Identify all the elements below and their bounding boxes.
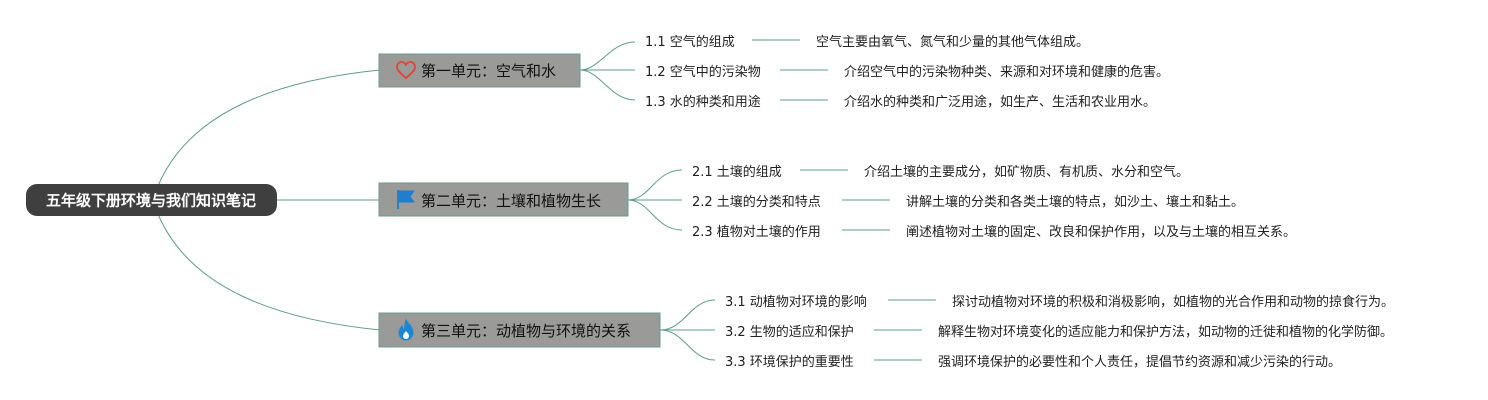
topic-2-3[interactable]: 2.3 植物对土壤的作用 <box>692 224 821 240</box>
desc-1-1: 空气主要由氧气、氮气和少量的其他气体组成。 <box>816 34 1089 50</box>
heart-icon-shape <box>396 61 416 80</box>
connector-unit-2-item-1 <box>627 169 683 201</box>
connector-unit-2-item-3 <box>627 199 683 231</box>
flame-icon-inner <box>403 331 409 339</box>
unit-node-1[interactable]: 第一单元：空气和水 <box>378 53 581 88</box>
flame-icon <box>398 318 414 341</box>
connector-unit-3-item-3 <box>659 329 716 361</box>
desc-1-3: 介绍水的种类和广泛用途，如生产、生活和农业用水。 <box>844 94 1156 110</box>
desc-2-3: 阐述植物对土壤的固定、改良和保护作用，以及与土壤的相互关系。 <box>906 224 1296 240</box>
unit-node-2[interactable]: 第二单元：土壤和植物生长 <box>378 182 629 217</box>
heart-icon <box>396 61 416 80</box>
desc-3-2: 解释生物对环境变化的适应能力和保护方法，如动物的迁徙和植物的化学防御。 <box>938 324 1393 340</box>
desc-2-2: 讲解土壤的分类和各类土壤的特点，如沙土、壤土和黏土。 <box>906 194 1244 210</box>
topic-2-1[interactable]: 2.1 土壤的组成 <box>692 164 782 180</box>
root-node[interactable]: 五年级下册环境与我们知识笔记 <box>26 184 277 216</box>
root-node-box <box>26 184 277 216</box>
topic-3-1[interactable]: 3.1 动植物对环境的影响 <box>725 294 867 310</box>
flag-icon <box>397 190 415 209</box>
unit-1-title: 第一单元：空气和水 <box>421 62 556 80</box>
unit-3-box <box>378 312 661 348</box>
unit-2-title: 第二单元：土壤和植物生长 <box>421 192 601 210</box>
connector-unit-1-item-1 <box>579 41 636 71</box>
desc-3-3: 强调环境保护的必要性和个人责任，提倡节约资源和减少污染的行动。 <box>938 354 1341 370</box>
unit-3-title: 第三单元：动植物与环境的关系 <box>421 322 631 340</box>
desc-2-1: 介绍土壤的主要成分，如矿物质、有机质、水分和空气。 <box>864 164 1189 180</box>
topic-1-1[interactable]: 1.1 空气的组成 <box>645 34 735 50</box>
unit-node-3[interactable]: 第三单元：动植物与环境的关系 <box>378 312 661 348</box>
topic-2-2[interactable]: 2.2 土壤的分类和特点 <box>692 194 821 210</box>
desc-1-2: 介绍空气中的污染物种类、来源和对环境和健康的危害。 <box>844 64 1169 80</box>
connector-unit-1-item-3 <box>579 69 636 101</box>
connector-unit-3-item-1 <box>659 299 716 331</box>
topic-1-3[interactable]: 1.3 水的种类和用途 <box>645 94 761 110</box>
topic-1-2[interactable]: 1.2 空气中的污染物 <box>645 64 761 80</box>
connector-root-unit-1 <box>157 69 381 187</box>
unit-2-box <box>378 182 629 217</box>
flame-icon-outer <box>398 318 414 341</box>
topic-3-2[interactable]: 3.2 生物的适应和保护 <box>725 324 854 340</box>
connector-root-unit-3 <box>157 213 381 331</box>
flag-icon-cloth <box>398 190 415 203</box>
connector-lines <box>157 39 936 361</box>
root-title: 五年级下册环境与我们知识笔记 <box>46 192 256 210</box>
desc-3-1: 探讨动植物对环境的积极和消极影响，如植物的光合作用和动物的掠食行为。 <box>952 294 1394 310</box>
topic-3-3[interactable]: 3.3 环境保护的重要性 <box>725 354 854 370</box>
